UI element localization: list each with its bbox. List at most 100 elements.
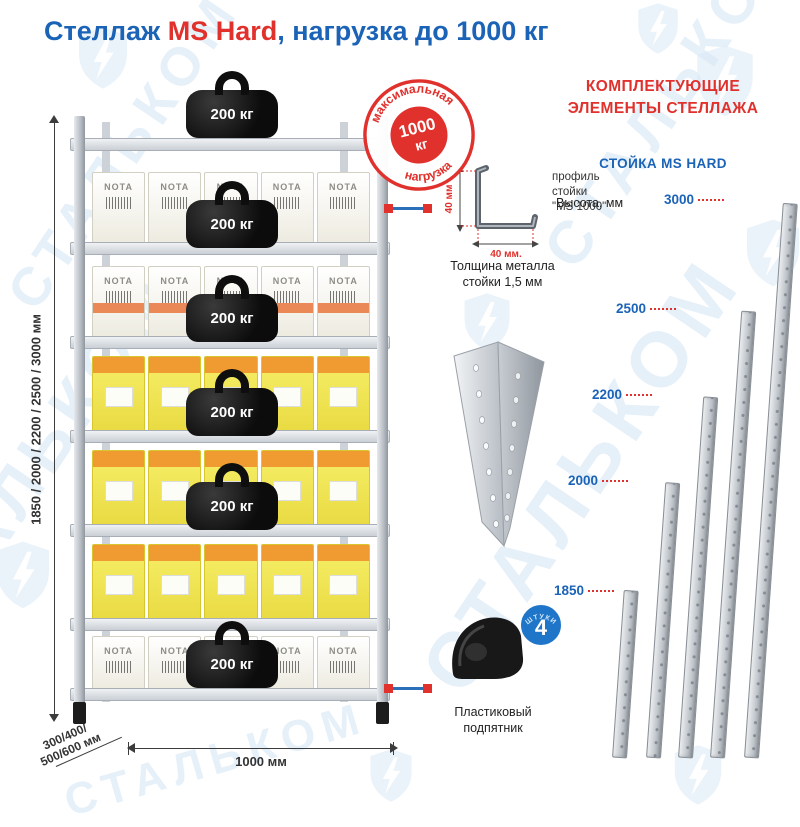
box-barcode bbox=[105, 291, 132, 303]
foot-label-line2: подпятник bbox=[463, 721, 523, 736]
post-height-label: 1850 bbox=[554, 583, 615, 598]
paper-box bbox=[260, 544, 314, 626]
components-heading-line2: ЭЛЕМЕНТЫ СТЕЛЛАЖА bbox=[567, 100, 759, 118]
watermark-shield-icon bbox=[79, 27, 127, 89]
box-barcode bbox=[161, 291, 188, 303]
box-barcode bbox=[161, 661, 188, 673]
weight-200kg: 200 кг bbox=[186, 90, 278, 138]
paper-box: NOTA bbox=[316, 636, 371, 694]
paper-box: NOTA bbox=[92, 266, 146, 342]
plastic-foot bbox=[452, 617, 524, 679]
box-brand-label: NOTA bbox=[160, 276, 190, 286]
height-dimension-label: 1850 / 2000 / 2200 / 2500 / 3000 мм bbox=[28, 314, 44, 525]
post-3d-render bbox=[453, 341, 545, 548]
arrow-right-icon bbox=[390, 743, 403, 753]
watermark-shield-icon bbox=[0, 541, 50, 609]
weight-label: 200 кг bbox=[210, 309, 254, 327]
paper-box: NOTA bbox=[92, 636, 146, 694]
box-barcode bbox=[274, 197, 301, 209]
weight-label: 200 кг bbox=[210, 497, 254, 515]
box-barcode bbox=[161, 197, 188, 209]
components-heading-line1: КОМПЛЕКТУЮЩИЕ bbox=[585, 78, 741, 95]
box-barcode bbox=[274, 291, 301, 303]
thickness-line2: стойки 1,5 мм bbox=[462, 275, 543, 290]
weight-label: 200 кг bbox=[210, 403, 254, 421]
box-barcode bbox=[105, 661, 132, 673]
watermark-shield-icon bbox=[464, 293, 510, 351]
box-brand-label: NOTA bbox=[328, 646, 358, 656]
arrow-left-icon bbox=[122, 743, 135, 753]
page-title: Стеллаж MS Hard, нагрузка до 1000 кг bbox=[44, 16, 549, 47]
paper-box bbox=[92, 450, 146, 532]
components-subheading: СТОЙКА MS HARD bbox=[599, 156, 727, 171]
post-profile-diagram: 40 мм 40 мм. bbox=[444, 165, 539, 260]
paper-box: NOTA bbox=[92, 172, 146, 248]
post-height-value: 2500 bbox=[616, 301, 647, 316]
post-height-label: 2000 bbox=[568, 473, 629, 488]
watermark-shield-icon bbox=[674, 745, 722, 805]
weight-200kg: 200 кг bbox=[186, 200, 278, 248]
paper-box bbox=[148, 544, 202, 626]
components-heading: КОМПЛЕКТУЮЩИЕ ЭЛЕМЕНТЫ СТЕЛЛАЖА bbox=[535, 76, 791, 121]
rack-foot bbox=[376, 702, 389, 724]
watermark-shield-icon bbox=[370, 749, 412, 802]
dotted-leader-line bbox=[588, 589, 615, 592]
height-caption: Высота, мм bbox=[556, 196, 624, 210]
post-height-value: 1850 bbox=[554, 583, 585, 598]
weight-200kg: 200 кг bbox=[186, 388, 278, 436]
box-brand-label: NOTA bbox=[160, 182, 190, 192]
rack-front-post bbox=[377, 116, 388, 712]
callout-marker bbox=[384, 684, 393, 693]
arrow-down-icon bbox=[49, 714, 59, 727]
rack-front-post bbox=[74, 116, 85, 712]
paper-box: NOTA bbox=[316, 266, 371, 342]
upright-post-2000 bbox=[646, 482, 681, 759]
dotted-leader-line bbox=[650, 307, 677, 310]
box-brand-label: NOTA bbox=[328, 276, 358, 286]
arrow-up-icon bbox=[49, 110, 59, 123]
foot-label-line1: Пластиковый bbox=[454, 705, 532, 719]
watermark-shield-icon bbox=[638, 3, 678, 54]
upright-post-1850 bbox=[612, 589, 639, 759]
thickness-note: Толщина металла стойки 1,5 мм bbox=[430, 258, 575, 291]
box-barcode bbox=[330, 291, 357, 303]
weight-200kg: 200 кг bbox=[186, 640, 278, 688]
box-barcode bbox=[105, 197, 132, 209]
shelf-board bbox=[70, 688, 390, 701]
foot-callout bbox=[384, 684, 432, 693]
weight-200kg: 200 кг bbox=[186, 294, 278, 342]
callout-marker bbox=[423, 684, 432, 693]
post-height-label: 2500 bbox=[616, 301, 677, 316]
weight-200kg: 200 кг bbox=[186, 482, 278, 530]
callout-line bbox=[388, 687, 428, 690]
box-brand-label: NOTA bbox=[104, 276, 134, 286]
post-height-label: 3000 bbox=[664, 192, 725, 207]
profile-label: профиль стойки "MS 1000" bbox=[552, 170, 606, 215]
profile-label-line2: стойки bbox=[552, 185, 588, 198]
box-brand-label: NOTA bbox=[160, 646, 190, 656]
profile-callout bbox=[384, 204, 432, 213]
dotted-leader-line bbox=[602, 479, 629, 482]
plastic-foot-label: Пластиковый подпятник bbox=[430, 704, 556, 737]
profile-dim-horizontal: 40 мм. bbox=[490, 249, 522, 260]
quantity-badge-value: 4 bbox=[535, 615, 548, 640]
dotted-leader-line bbox=[698, 198, 725, 201]
dotted-leader-line bbox=[626, 393, 653, 396]
box-brand-label: NOTA bbox=[272, 646, 302, 656]
box-brand-label: NOTA bbox=[272, 182, 302, 192]
box-brand-label: NOTA bbox=[328, 182, 358, 192]
shelf-boxes-row bbox=[92, 544, 371, 626]
paper-box bbox=[92, 356, 146, 438]
paper-box bbox=[316, 544, 371, 626]
badge-unit: кг bbox=[414, 136, 430, 154]
callout-marker bbox=[423, 204, 432, 213]
post-height-label: 2200 bbox=[592, 387, 653, 402]
paper-box: NOTA bbox=[316, 172, 371, 248]
title-part1: Стеллаж bbox=[44, 16, 168, 46]
weight-label: 200 кг bbox=[210, 215, 254, 233]
post-face-left bbox=[453, 341, 505, 548]
upright-post-2200 bbox=[678, 396, 719, 759]
callout-line bbox=[388, 207, 428, 210]
post-height-value: 2000 bbox=[568, 473, 599, 488]
paper-box bbox=[92, 544, 146, 626]
